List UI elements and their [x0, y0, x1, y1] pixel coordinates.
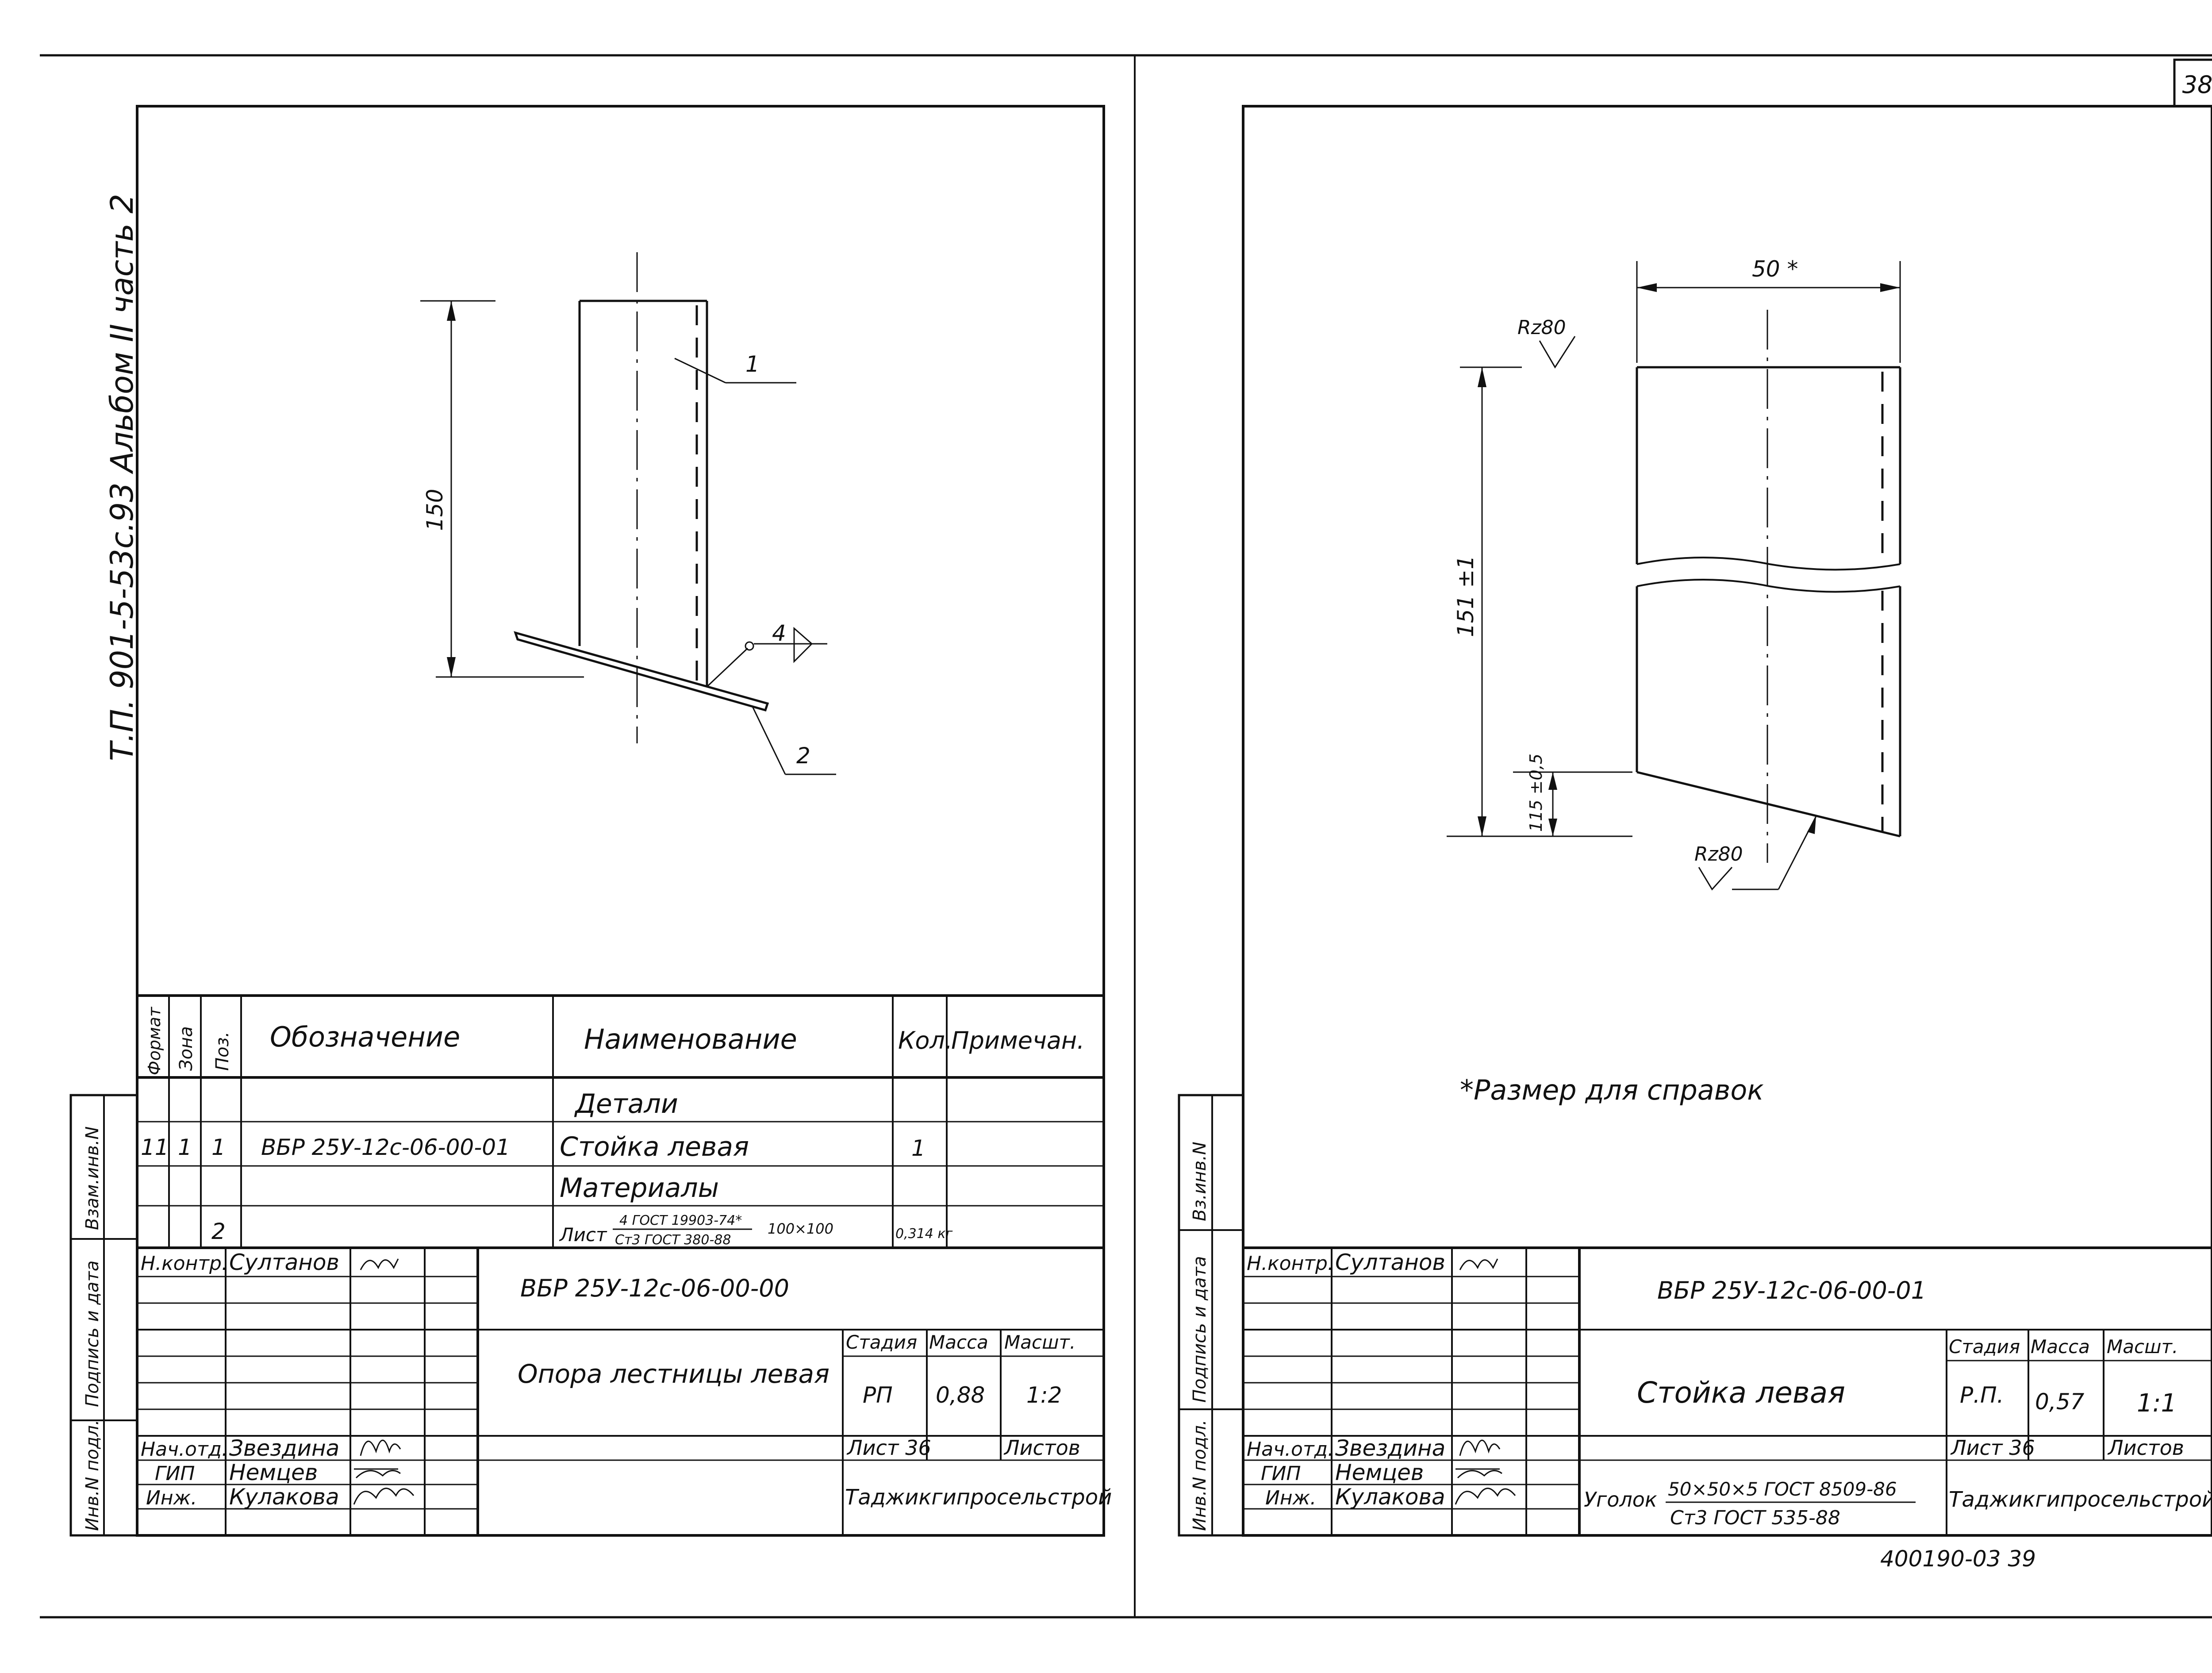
row-2-name: Материалы — [560, 1173, 719, 1204]
sig-role-1: Нач.отд. — [141, 1438, 228, 1461]
stamp-label: Подпись и дата — [1190, 1256, 1210, 1403]
stamp-label: Инв.N подл. — [82, 1419, 103, 1531]
sig-name-0: Султанов — [1335, 1250, 1445, 1275]
dim-height: 151 ±1 — [1453, 555, 1479, 637]
signature-mark — [360, 1439, 401, 1456]
label-scale: Масшт. — [1004, 1331, 1075, 1353]
callout-4: 4 — [772, 620, 786, 646]
album-note: Т.П. 901-5-53с.93 Альбом II часть 2 — [104, 194, 140, 761]
row-3-pos: 2 — [211, 1219, 226, 1244]
col-pos: Поз. — [212, 1031, 233, 1071]
material-label: Уголок — [1584, 1488, 1657, 1511]
roughness-bottom: Rz80 — [1694, 843, 1743, 865]
sig-name-2: Немцев — [1335, 1460, 1424, 1485]
row-1-name: Стойка левая — [560, 1131, 749, 1162]
spec-table: Формат Зона Поз. Обозначение Наименовани… — [137, 994, 1104, 1249]
stamp-label: Инв.N подл. — [1190, 1419, 1210, 1531]
left-doc-title: Опора лестницы левая — [518, 1359, 830, 1389]
label-stage: Стадия — [846, 1331, 917, 1353]
label-scale: Масшт. — [2107, 1336, 2178, 1358]
col-name: Наименование — [584, 1023, 797, 1055]
left-sheets: Листов — [1003, 1436, 1080, 1460]
stamp-label: Вз.инв.N — [1190, 1142, 1210, 1221]
roughness-top: Rz80 — [1517, 316, 1566, 339]
left-mass: 0,88 — [936, 1382, 985, 1408]
label-mass: Масса — [929, 1331, 988, 1353]
row-3-name: Лист — [559, 1224, 607, 1246]
sig-role-2: ГИП — [1261, 1462, 1301, 1485]
right-sheet: 50 * 151 ±1 115 ±0,5 Rz80 Rz80 *Размер д… — [1178, 105, 2212, 1572]
signature-mark — [1459, 1258, 1498, 1270]
sig-name-1: Звездина — [1335, 1435, 1445, 1461]
right-part-drawing: 50 * 151 ±1 115 ±0,5 Rz80 Rz80 *Размер д… — [1447, 256, 1901, 1106]
signature-mark — [1455, 1488, 1516, 1505]
left-stamp-strip: Взам.инв.N Подпись и дата Инв.N подл. — [69, 1094, 138, 1537]
reference-note: *Размер для справок — [1460, 1074, 1764, 1106]
col-designation: Обозначение — [270, 1021, 460, 1053]
right-scale: 1:1 — [2137, 1389, 2177, 1418]
signature-mark — [360, 1258, 399, 1270]
left-stage: РП — [863, 1382, 893, 1408]
left-sheet: 4 1 2 150 — [69, 105, 1112, 1537]
signature-mark — [1455, 1468, 1502, 1479]
col-note: Примечан. — [951, 1027, 1084, 1054]
col-format: Формат — [145, 1006, 164, 1075]
row-3-name-bottom: Ст3 ГОСТ 380-88 — [615, 1232, 731, 1248]
row-3-name-top: 4 ГОСТ 19903-74* — [619, 1213, 742, 1228]
callout-2: 2 — [796, 743, 810, 769]
material-top: 50×50×5 ГОСТ 8509-86 — [1668, 1478, 1897, 1500]
material-bottom: Ст3 ГОСТ 535-88 — [1670, 1507, 1840, 1529]
left-sheet-no: Лист 36 — [846, 1436, 931, 1460]
sig-name-2: Немцев — [229, 1460, 318, 1485]
dim-small: 115 ±0,5 — [1526, 754, 1546, 832]
left-org: Таджикгипросельстрой — [845, 1485, 1112, 1510]
sig-name-0: Султанов — [229, 1250, 339, 1275]
right-stamp-strip: Вз.инв.N Подпись и дата Инв.N подл. — [1178, 1094, 1244, 1537]
left-doc-code: ВБР 25У-12с-06-00-00 — [520, 1274, 789, 1302]
right-doc-title: Стойка левая — [1637, 1376, 1845, 1410]
right-stage: Р.П. — [1960, 1382, 2004, 1408]
sig-role-3: Инж. — [146, 1487, 197, 1509]
left-part-drawing: 4 1 2 150 — [420, 252, 836, 775]
sig-role-3: Инж. — [1265, 1487, 1316, 1509]
sig-role-0: Н.контр. — [1247, 1252, 1334, 1275]
row-1-qty: 1 — [911, 1135, 926, 1161]
row-1-zone: 1 — [178, 1135, 192, 1160]
right-doc-code: ВБР 25У-12с-06-00-01 — [1657, 1277, 1926, 1304]
row-3-size: 100×100 — [768, 1220, 833, 1237]
right-sheet-no: Лист 36 — [1950, 1436, 2035, 1460]
dim-150: 150 — [422, 489, 448, 531]
row-1-designation: ВБР 25У-12с-06-00-01 — [261, 1135, 510, 1160]
sig-role-0: Н.контр. — [141, 1252, 228, 1275]
stamp-label: Взам.инв.N — [82, 1127, 103, 1230]
footer-code: 400190-03 39 — [1880, 1546, 2036, 1572]
left-scale: 1:2 — [1026, 1382, 1062, 1408]
label-stage: Стадия — [1949, 1336, 2020, 1358]
right-org: Таджикгипросельстрой — [1949, 1487, 2212, 1512]
sig-name-3: Кулакова — [1335, 1484, 1445, 1510]
row-1-pos: 1 — [211, 1135, 226, 1160]
right-sheets: Листов — [2107, 1436, 2184, 1460]
stamp-label: Подпись и дата — [82, 1261, 103, 1407]
row-1-format: 11 — [141, 1135, 169, 1160]
label-mass: Масса — [2031, 1336, 2090, 1358]
col-qty: Кол. — [898, 1027, 952, 1054]
page-number: 38 — [2182, 71, 2212, 99]
right-title-block: Н.контр. Султанов Нач.отд. Звездина ГИП … — [1243, 1246, 2212, 1535]
dim-width: 50 * — [1752, 256, 1798, 282]
row-0-name: Детали — [574, 1088, 678, 1119]
sig-name-1: Звездина — [229, 1435, 339, 1461]
col-zone: Зона — [176, 1026, 196, 1071]
left-title-block: Н.контр. Султанов Нач.отд. Звездина ГИП … — [137, 1248, 1112, 1535]
signature-mark — [1459, 1439, 1501, 1456]
callout-1: 1 — [745, 351, 760, 377]
right-mass: 0,57 — [2035, 1389, 2085, 1415]
row-3-qty: 0,314 кг — [895, 1226, 953, 1242]
sig-role-2: ГИП — [155, 1462, 195, 1485]
signature-mark — [353, 1488, 415, 1505]
sig-role-1: Нач.отд. — [1247, 1438, 1334, 1461]
signature-mark — [354, 1468, 401, 1479]
sig-name-3: Кулакова — [229, 1484, 339, 1510]
